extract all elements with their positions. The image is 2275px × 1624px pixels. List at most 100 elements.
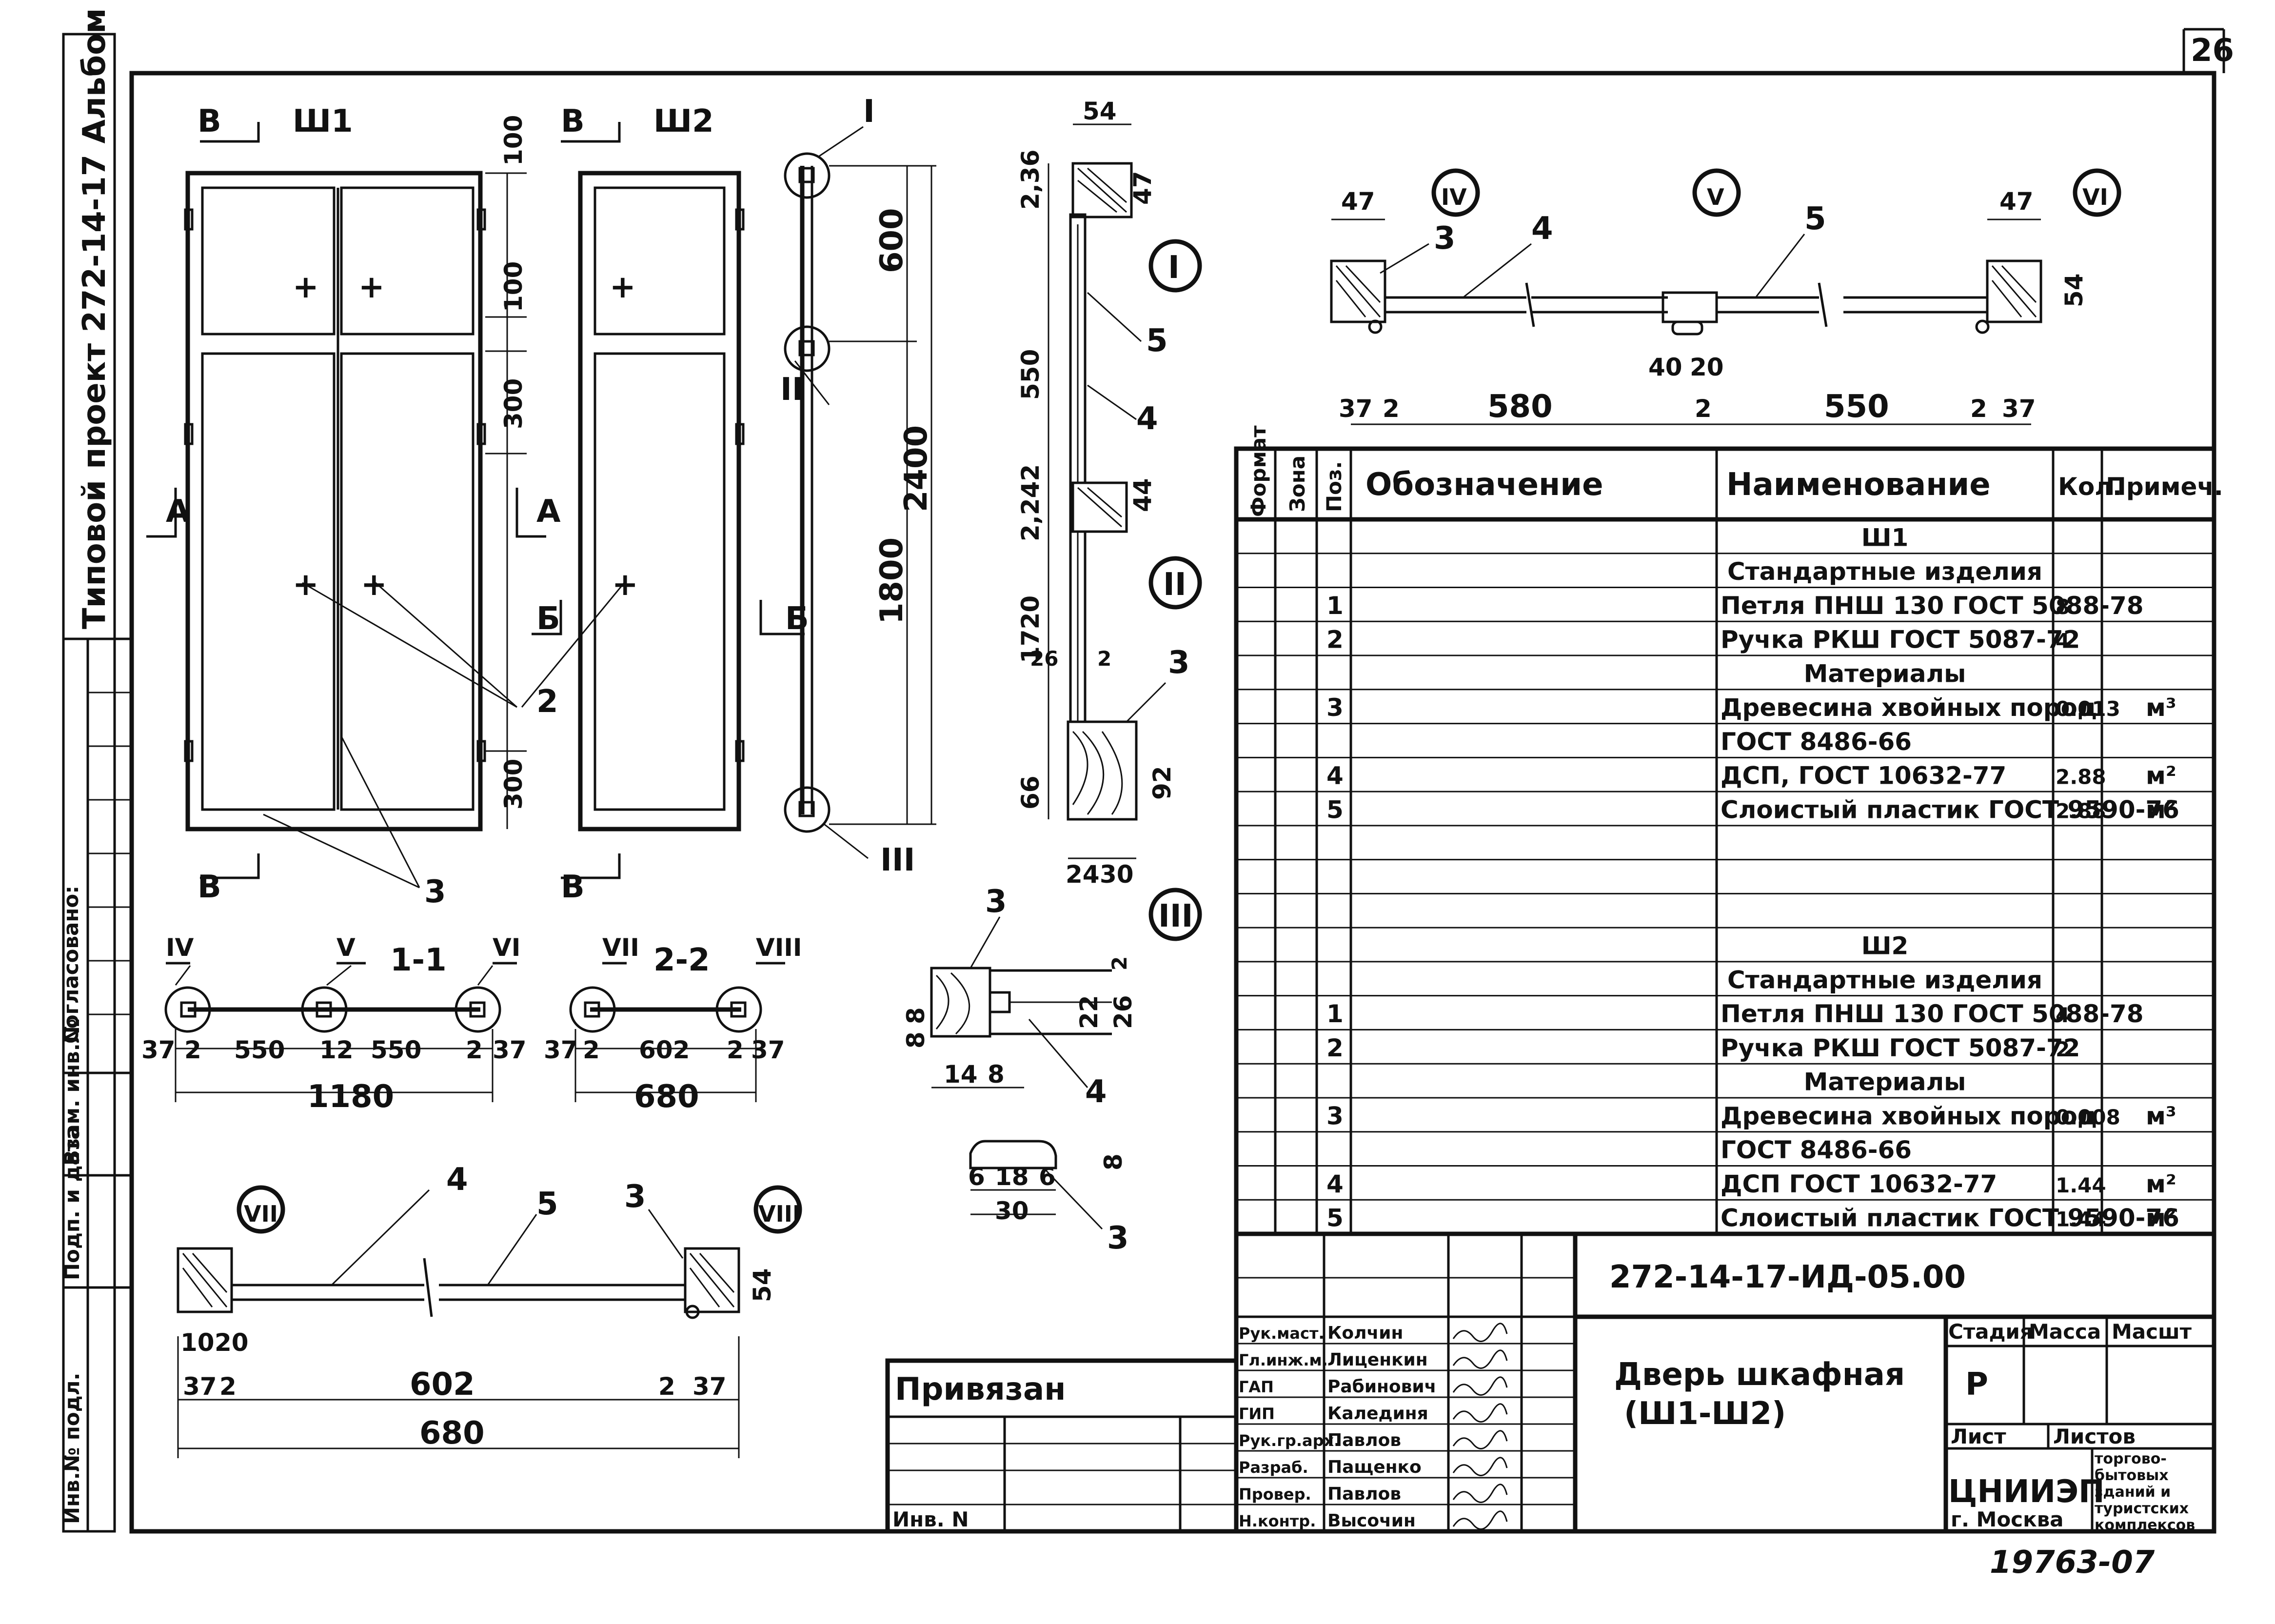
view-sh1-title: Ш1: [293, 103, 353, 139]
signature-scribble: [1452, 1349, 1508, 1369]
spec-row-name: Стандартные изделия: [1727, 557, 2042, 586]
sheets-header: Листов: [2053, 1425, 2136, 1448]
signature-name: Калединя: [1327, 1404, 1428, 1424]
spec-row-note: м²: [2146, 762, 2176, 790]
svg-text:47: 47: [1341, 187, 1375, 216]
svg-text:В: В: [198, 103, 221, 139]
spec-row-qty: 0.008: [2056, 1105, 2120, 1129]
svg-text:2: 2: [466, 1036, 483, 1064]
spec-row-name: Стандартные изделия: [1727, 966, 2042, 994]
svg-text:2: 2: [658, 1372, 675, 1401]
svg-text:54: 54: [1083, 97, 1117, 125]
svg-text:8: 8: [902, 1031, 930, 1049]
section-2-2: 2-2 VII VIII 37 2 602 2 37 680: [544, 933, 802, 1115]
svg-text:37: 37: [544, 1036, 578, 1064]
spec-row-pos: 3: [1326, 1102, 1344, 1130]
spec-row-qty: 1.44: [2056, 1173, 2106, 1197]
org-description: торгово-бытовых зданий и туристских комп…: [2095, 1451, 2196, 1531]
spec-row-pos: 1: [1326, 592, 1344, 620]
svg-text:3: 3: [624, 1179, 646, 1215]
spec-header-note: Примеч.: [2106, 473, 2223, 501]
signature-role: Гл.инж.м.: [1239, 1351, 1328, 1369]
svg-text:2: 2: [583, 1036, 600, 1064]
inv-label-0: Взам. инв.№: [60, 1019, 84, 1166]
top-detail: IV V VI 47 47 54 37 2 580 40 20 2 550: [1330, 168, 2121, 425]
signature-role: ГАП: [1239, 1378, 1274, 1396]
signature-role: ГИП: [1239, 1405, 1275, 1423]
spec-row-name: Древесина хвойных пород: [1721, 693, 2097, 722]
mass-header: Масса: [2029, 1320, 2101, 1344]
svg-text:1720: 1720: [1016, 595, 1045, 663]
svg-text:600: 600: [874, 208, 910, 273]
svg-text:4: 4: [1531, 211, 1553, 247]
svg-text:VIII: VIII: [758, 1201, 801, 1227]
bottom-detail: VII VIII 54 10 20 37 2 602 2 37 680 4 5 …: [177, 1162, 802, 1458]
svg-text:602: 602: [639, 1036, 690, 1064]
svg-text:20: 20: [215, 1328, 249, 1357]
signature-scribble: [1452, 1376, 1508, 1396]
spec-row-note: м²: [2146, 1204, 2176, 1232]
svg-text:II: II: [780, 372, 804, 408]
side-strip: Типовой проект 272-14-17 Альбом VII Согл…: [59, 0, 132, 1533]
spec-row-qty: 2: [2056, 1037, 2070, 1061]
org-city: г. Москва: [1951, 1507, 2064, 1531]
album-label: Типовой проект 272-14-17 Альбом VII: [77, 0, 113, 629]
spec-row-pos: 5: [1326, 796, 1344, 824]
svg-text:300: 300: [499, 378, 528, 429]
spec-header-zone: Зона: [1286, 456, 1309, 512]
svg-text:2: 2: [536, 684, 558, 720]
svg-text:III: III: [1158, 898, 1193, 934]
svg-text:37: 37: [751, 1036, 785, 1064]
svg-text:66: 66: [1016, 775, 1045, 810]
svg-text:+: +: [293, 269, 319, 305]
spec-row-note: м²: [2146, 796, 2176, 824]
spec-row-pos: 4: [1326, 762, 1344, 790]
svg-text:37: 37: [183, 1372, 217, 1401]
spec-row-name: Петля ПНШ 130 ГОСТ 5088-78: [1721, 592, 2144, 620]
svg-text:В: В: [561, 869, 585, 905]
signature-role: Разраб.: [1239, 1458, 1308, 1477]
svg-text:2: 2: [1097, 647, 1111, 671]
svg-text:680: 680: [634, 1079, 699, 1115]
spec-row-name: Петля ПНШ 130 ГОСТ 5088-78: [1721, 1000, 2144, 1028]
svg-text:А: А: [536, 494, 561, 530]
svg-text:А: А: [166, 494, 190, 530]
signature-scribble: [1452, 1457, 1508, 1476]
spec-row-pos: 4: [1326, 1170, 1344, 1198]
signature-role: Рук.гр.арх.: [1239, 1431, 1340, 1450]
svg-text:12: 12: [319, 1036, 354, 1064]
spec-row-name: Слоистый пластик ГОСТ 9590-76: [1721, 796, 2179, 824]
view-sh2-title: Ш2: [653, 103, 714, 139]
signature-name: Колчин: [1327, 1323, 1403, 1343]
svg-text:3: 3: [1168, 645, 1190, 681]
signature-name: Павлов: [1327, 1484, 1401, 1504]
svg-text:8: 8: [1099, 1153, 1128, 1170]
svg-text:Б: Б: [536, 601, 560, 637]
svg-text:5: 5: [1804, 201, 1826, 237]
svg-text:24: 24: [1066, 860, 1100, 889]
view-side: I II III 600 1800 2400: [780, 94, 936, 878]
spec-row-qty: 8: [2056, 595, 2070, 619]
spec-row-name: Ручка РКШ ГОСТ 5087-72: [1721, 626, 2080, 654]
svg-text:30: 30: [995, 1197, 1029, 1225]
svg-text:2: 2: [1695, 395, 1712, 423]
svg-text:18: 18: [995, 1163, 1029, 1191]
spec-header-pos: Поз.: [1322, 461, 1346, 512]
svg-text:I: I: [863, 94, 875, 130]
section-1-1-title: 1-1: [390, 942, 447, 978]
svg-text:5: 5: [1146, 323, 1168, 359]
svg-text:2: 2: [1383, 395, 1400, 423]
signature-name: Пащенко: [1327, 1457, 1422, 1477]
svg-text:550: 550: [1016, 349, 1045, 400]
spec-row-pos: 2: [1326, 1034, 1344, 1062]
signature-role: Рук.маст.: [1239, 1324, 1325, 1343]
svg-text:602: 602: [410, 1367, 475, 1403]
svg-text:В: В: [561, 103, 585, 139]
spec-header-format: Формат: [1246, 425, 1270, 517]
svg-text:300: 300: [499, 759, 528, 810]
svg-text:26: 26: [1030, 647, 1058, 671]
signature-scribble: [1452, 1484, 1508, 1503]
spec-table: Формат Зона Поз. Обозначение Наименовани…: [1234, 425, 2223, 1236]
